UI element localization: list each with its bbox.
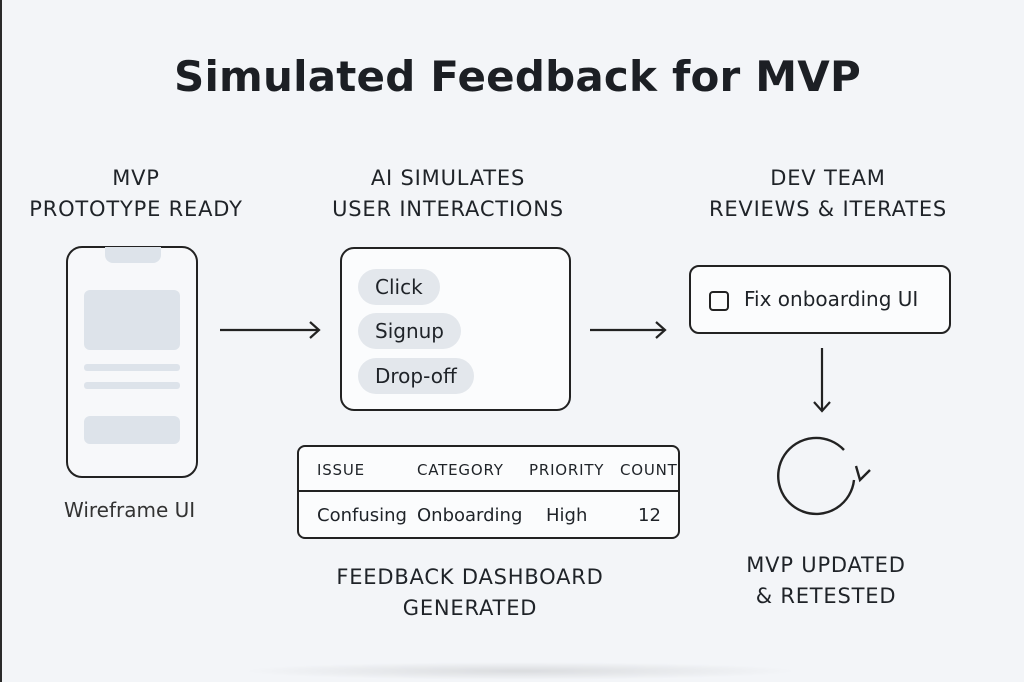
stage-label-line: AI SIMULATES: [370, 166, 526, 190]
wireframe-image-placeholder: [84, 290, 180, 350]
arrow-right-icon: [590, 321, 667, 339]
stage-label-dev: DEV TEAM REVIEWS & ITERATES: [698, 163, 958, 225]
stage-label-dashboard: FEEDBACK DASHBOARD GENERATED: [312, 562, 628, 624]
interaction-chip-click: Click: [358, 269, 440, 305]
table-divider: [299, 490, 678, 492]
feedback-table: ISSUE CATEGORY PRIORITY COUNT Confusing …: [297, 445, 680, 539]
wireframe-text-line: [84, 382, 180, 389]
phone-notch: [105, 247, 161, 263]
simulated-interactions-panel: Click Signup Drop-off: [340, 247, 571, 411]
checkbox-icon: [709, 291, 729, 311]
task-text: Fix onboarding UI: [744, 287, 919, 311]
wireframe-button-placeholder: [84, 416, 180, 444]
stage-label-line: USER INTERACTIONS: [332, 197, 564, 221]
arrow-down-icon: [813, 348, 831, 413]
table-cell-issue: Confusing: [317, 505, 407, 526]
stage-label-line: PROTOTYPE READY: [29, 197, 243, 221]
stage-label-line: REVIEWS & ITERATES: [708, 197, 948, 221]
stage-label-line: FEEDBACK DASHBOARD: [336, 565, 604, 589]
table-header-priority: PRIORITY: [529, 461, 605, 479]
stage-label-line: MVP UPDATED: [746, 553, 906, 577]
table-cell-count: 12: [638, 505, 661, 526]
task-card: Fix onboarding UI: [689, 265, 951, 334]
page-title: Simulated Feedback for MVP: [174, 52, 861, 101]
table-cell-priority: High: [546, 505, 588, 526]
stage-label-line: & RETESTED: [755, 584, 897, 608]
interaction-chip-drop-off: Drop-off: [358, 358, 474, 394]
stage-label-line: DEV TEAM: [770, 166, 886, 190]
phone-wireframe-icon: [66, 246, 198, 478]
stage-label-mvp: MVP PROTOTYPE READY: [18, 163, 254, 225]
arrow-right-icon: [220, 321, 321, 339]
table-header-count: COUNT: [620, 461, 678, 479]
bottom-shadow: [240, 662, 800, 680]
interaction-chip-signup: Signup: [358, 313, 461, 349]
table-cell-category: Onboarding: [417, 505, 523, 526]
stage-label-updated: MVP UPDATED & RETESTED: [706, 550, 946, 612]
stage-label-ai: AI SIMULATES USER INTERACTIONS: [318, 163, 578, 225]
stage-label-line: MVP: [112, 166, 160, 190]
refresh-cycle-icon: [777, 436, 871, 516]
wireframe-text-line: [84, 364, 180, 371]
stage-label-line: GENERATED: [402, 596, 538, 620]
table-header-issue: ISSUE: [317, 461, 365, 479]
table-header-category: CATEGORY: [417, 461, 504, 479]
wireframe-caption: Wireframe UI: [64, 498, 196, 522]
